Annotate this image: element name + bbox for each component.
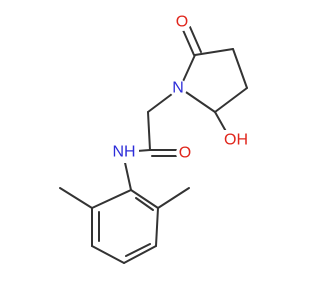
bond-methyl-left	[59, 187, 93, 209]
bond-benzene-2	[155, 207, 159, 247]
bond-ch2-carbonyl	[147, 111, 151, 151]
bond-benzene-3	[123, 245, 157, 264]
bond-benzene-6	[91, 189, 132, 209]
bond-nh-aryl	[123, 157, 132, 191]
hydroxyl-label: OH	[222, 130, 249, 150]
bond-aromatic-inner-1	[135, 197, 154, 211]
bond-ring-c4-c5	[214, 87, 248, 113]
bond-ketone-2	[189, 26, 202, 53]
amide-nh-label: NH	[109, 143, 139, 163]
svg-text:NH: NH	[112, 144, 135, 161]
molecule-structure: N O OH NH O	[59, 13, 249, 264]
svg-text:O: O	[176, 14, 188, 31]
svg-text:O: O	[179, 145, 191, 162]
bond-methyl-right	[157, 187, 190, 209]
bond-ring-c2-c3	[194, 48, 234, 56]
bond-ketone-1	[182, 29, 195, 56]
bond-aromatic-inner-2	[125, 243, 151, 257]
bond-benzene-1	[130, 189, 159, 209]
svg-text:N: N	[172, 80, 184, 97]
svg-text:OH: OH	[224, 132, 248, 149]
bond-benzene-4	[91, 245, 125, 264]
bond-ring-c3-c4	[232, 48, 248, 89]
amide-oxygen-label: O	[176, 144, 194, 162]
ketone-oxygen-label: O	[173, 13, 191, 31]
ring-nitrogen-label: N	[169, 79, 187, 97]
